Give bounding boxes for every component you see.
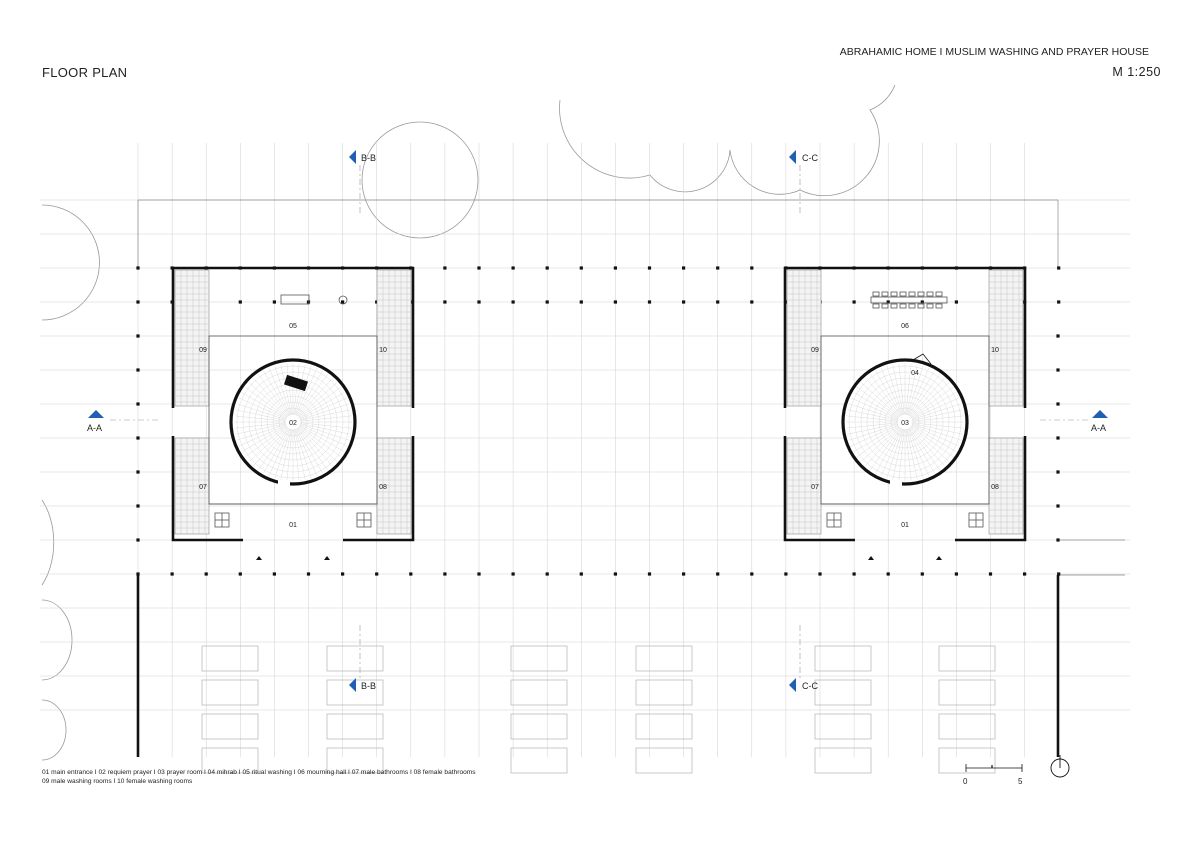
legend-line-1: 01 main entrance I 02 requiem prayer I 0…: [42, 769, 476, 776]
project-title: ABRAHAMIC HOME I MUSLIM WASHING AND PRAY…: [839, 46, 1149, 58]
page-title: FLOOR PLAN: [42, 65, 128, 80]
site-boundary: [137, 199, 1125, 576]
room-label-right-10: 10: [991, 347, 999, 354]
room-label-left-02: 02: [289, 420, 297, 427]
room-label-right-06: 06: [901, 323, 909, 330]
section-marker-arrow-icon: [88, 150, 1108, 692]
section-label-bb-top: B-B: [361, 153, 376, 163]
room-label-right-08: 08: [991, 484, 999, 491]
room-label-left-07: 07: [199, 484, 207, 491]
room-label-right-07: 07: [811, 484, 819, 491]
building-right: 01 03 04 06 07 08 09 10: [783, 266, 1027, 560]
section-label-bb-bottom: B-B: [361, 681, 376, 691]
room-label-right-03: 03: [901, 420, 909, 427]
room-label-right-04: 04: [911, 370, 919, 377]
room-label-left-05: 05: [289, 323, 297, 330]
section-label-aa-left: A-A: [87, 423, 102, 433]
scale-start: 0: [963, 777, 968, 786]
room-legend: 01 main entrance I 02 requiem prayer I 0…: [42, 769, 476, 786]
site-walls: [136, 575, 1060, 757]
room-label-left-01: 01: [289, 522, 297, 529]
legend-line-2: 09 male washing rooms I 10 female washin…: [42, 777, 193, 785]
section-label-aa-right: A-A: [1091, 423, 1106, 433]
building-left: 01 02 05 07 08 09 10: [171, 266, 415, 560]
scale-bar: 0 5: [963, 764, 1023, 786]
section-label-cc-top: C-C: [802, 153, 818, 163]
room-label-left-09: 09: [199, 347, 207, 354]
section-lines: [110, 165, 1090, 680]
structural-grid: [40, 143, 1130, 757]
room-label-left-10: 10: [379, 347, 387, 354]
scale-end: 5: [1018, 777, 1023, 786]
parking-spaces: [201, 645, 996, 774]
scale-label: M 1:250: [1112, 65, 1161, 79]
room-label-left-08: 08: [379, 484, 387, 491]
room-label-right-01: 01: [901, 522, 909, 529]
tree-canopy-icon: [41, 84, 896, 761]
room-label-right-09: 09: [811, 347, 819, 354]
north-arrow-icon: [1050, 755, 1070, 778]
section-label-cc-bottom: C-C: [802, 681, 818, 691]
